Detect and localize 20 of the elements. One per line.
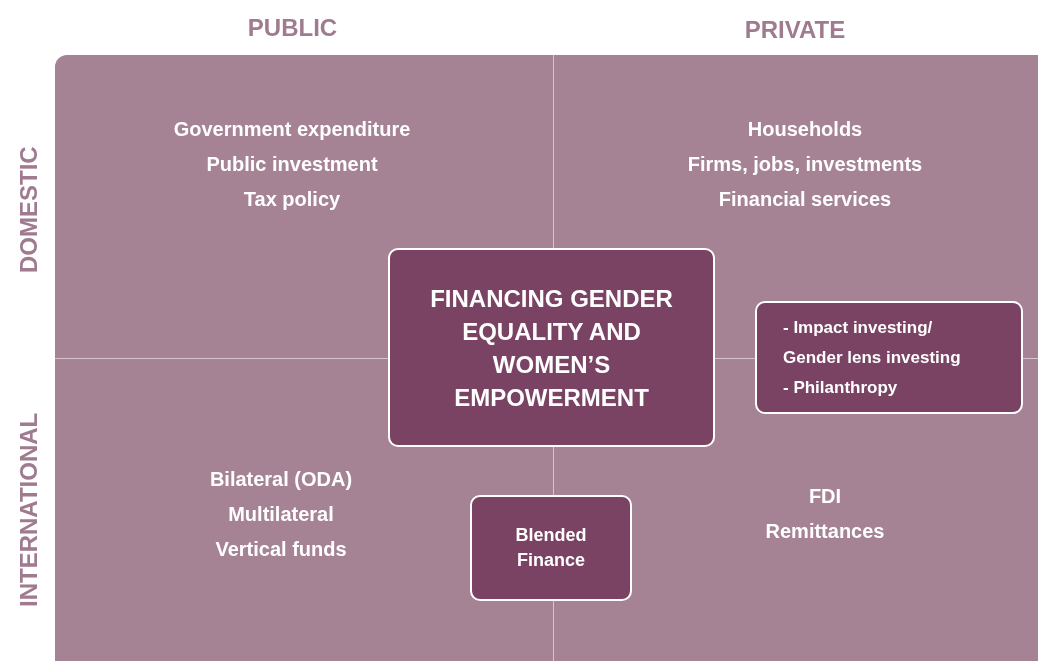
text-line: Vertical funds <box>215 537 347 562</box>
center-box: FINANCING GENDER EQUALITY AND WOMEN’S EMPOWERMENT <box>388 248 715 447</box>
text-line: Bilateral (ODA) <box>209 467 353 492</box>
text-line: FDI <box>808 484 842 509</box>
text-box <box>755 301 1023 414</box>
text-line: Households <box>747 117 863 142</box>
text-line: Financial services <box>718 187 892 212</box>
text-line: Government expenditure <box>173 117 411 142</box>
text-line: Remittances <box>765 519 885 544</box>
text-line: Tax policy <box>243 187 341 212</box>
row-header: DOMESTIC <box>14 145 43 276</box>
text-box: Blended Finance <box>470 495 632 601</box>
text-line: Public investment <box>206 152 378 177</box>
text-line: - Philanthropy <box>783 376 898 399</box>
column-header: PRIVATE <box>743 16 847 44</box>
text-line: Multilateral <box>228 502 334 527</box>
text-line: - Impact investing/ Gender lens investing <box>783 316 962 369</box>
text-line: Firms, jobs, investments <box>687 152 923 177</box>
row-header: INTERNATIONAL <box>14 411 43 610</box>
column-header: PUBLIC <box>246 14 339 42</box>
